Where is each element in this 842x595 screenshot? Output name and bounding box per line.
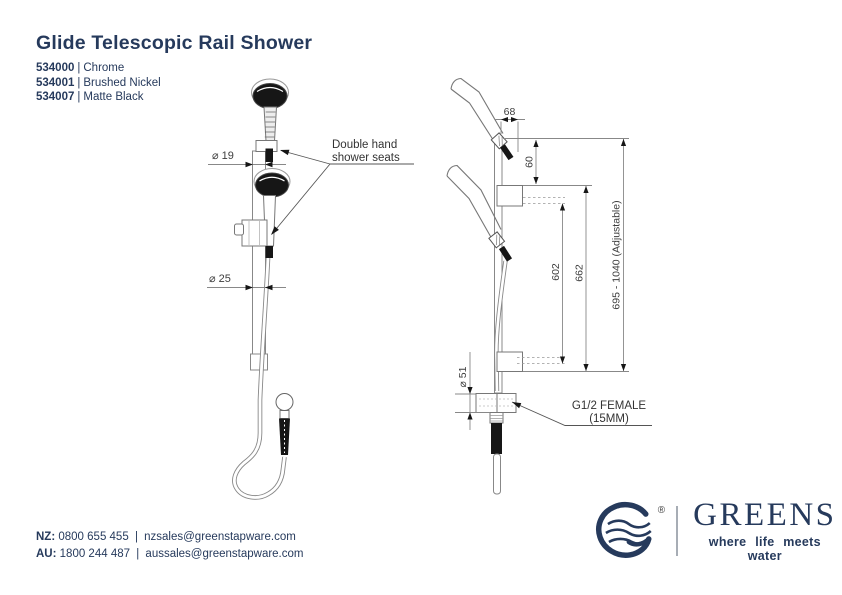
dimension-rail-diameter: ⌀ 25	[207, 273, 286, 291]
product-code: 534001	[36, 76, 75, 89]
shower-hose	[232, 257, 287, 500]
brand-tagline: where life meets water	[708, 535, 821, 563]
pipe-separator: |	[77, 76, 81, 89]
pipe-separator: |	[134, 531, 138, 543]
dimension-flange-diameter: ⌀ 51	[457, 352, 473, 430]
registered-mark: ®	[658, 505, 666, 516]
product-finish: Chrome	[83, 62, 125, 74]
product-finish: Brushed Nickel	[83, 76, 161, 89]
contact-info: NZ: 0800 655 455 | nzsales@greenstapware…	[36, 529, 303, 563]
greens-wordmark: GREENS	[693, 497, 837, 533]
dim-label-68: 68	[504, 106, 516, 118]
hidden-extension-lines	[517, 197, 565, 364]
contact-region: AU:	[36, 548, 57, 560]
contact-region: NZ:	[36, 531, 56, 543]
slider-bracket	[234, 219, 273, 258]
product-code-line: 534007|Matte Black	[36, 90, 161, 105]
inlet-annotation: G1/2 FEMALE (15MM)	[511, 400, 652, 426]
inlet-label-line2: (15MM)	[589, 413, 629, 425]
pipe-separator: |	[136, 548, 140, 560]
product-code: 534007	[36, 91, 75, 103]
pipe-separator: |	[77, 62, 81, 74]
dim-label-60: 60	[524, 156, 536, 168]
product-finish: Matte Black	[83, 91, 144, 103]
contact-phone: 0800 655 455	[58, 531, 129, 543]
water-inlet-elbow	[475, 393, 517, 495]
contact-phone: 1800 244 487	[59, 548, 131, 560]
contact-email: aussales@greenstapware.com	[145, 548, 304, 560]
product-code-line: 534000|Chrome	[36, 61, 161, 76]
hand-shower-lowered	[446, 164, 502, 240]
hand-shower-top	[251, 78, 289, 142]
shower-seat-top	[255, 140, 278, 162]
dim-label-662: 662	[574, 264, 586, 282]
extension-lines	[455, 121, 629, 413]
page-title: Glide Telescopic Rail Shower	[36, 32, 313, 54]
dim-label-d25: ⌀ 25	[209, 273, 231, 285]
hand-shower-lowered-collar	[488, 231, 513, 262]
contact-line-au: AU: 1800 244 487 | aussales@greenstapwar…	[36, 546, 303, 563]
pipe-separator: |	[77, 91, 81, 103]
hand-shower-raised-collar	[490, 132, 514, 161]
product-code-line: 534001|Brushed Nickel	[36, 76, 161, 91]
contact-email: nzsales@greenstapware.com	[144, 531, 296, 543]
brand-logo: ® GREENS where life meets water	[594, 498, 842, 563]
inlet-label-line1: G1/2 FEMALE	[572, 400, 646, 412]
dimension-bracket-width: 68	[495, 106, 525, 123]
wall-bracket-top	[496, 185, 523, 207]
dim-label-d51: ⌀ 51	[457, 366, 469, 387]
front-view-drawing: ⌀ 19 ⌀ 25 Double hand shower seats	[207, 78, 414, 500]
brand-text: GREENS where life meets water	[688, 498, 842, 563]
dim-label-602: 602	[550, 263, 562, 281]
seats-annotation: Double hand shower seats	[271, 139, 414, 235]
dimension-span-outer: 662	[574, 185, 589, 372]
dimension-head-to-bracket: 60	[524, 140, 539, 184]
dimension-span-inner: 602	[550, 203, 566, 364]
shower-hose-side	[494, 260, 508, 392]
hose-connector	[275, 393, 294, 455]
dim-label-adjustable: 695 - 1040 (Adjustable)	[611, 200, 623, 309]
greens-g-mark-icon: ®	[596, 501, 666, 558]
side-view-drawing: 68 60 602 662 695 - 1040 (Adjust	[446, 77, 652, 495]
product-code: 534000	[36, 62, 75, 74]
product-code-list: 534000|Chrome 534001|Brushed Nickel 5340…	[36, 61, 161, 105]
seats-label-line1: Double hand	[332, 139, 397, 151]
dimension-overall-height: 695 - 1040 (Adjustable)	[611, 138, 627, 372]
contact-line-nz: NZ: 0800 655 455 | nzsales@greenstapware…	[36, 529, 303, 546]
dim-label-d19: ⌀ 19	[212, 150, 234, 162]
hand-shower-raised	[450, 77, 504, 143]
seats-label-line2: shower seats	[332, 152, 400, 164]
brand-divider	[675, 505, 678, 556]
dimension-head-diameter: ⌀ 19	[208, 150, 286, 168]
wall-bracket-bottom	[496, 351, 523, 372]
